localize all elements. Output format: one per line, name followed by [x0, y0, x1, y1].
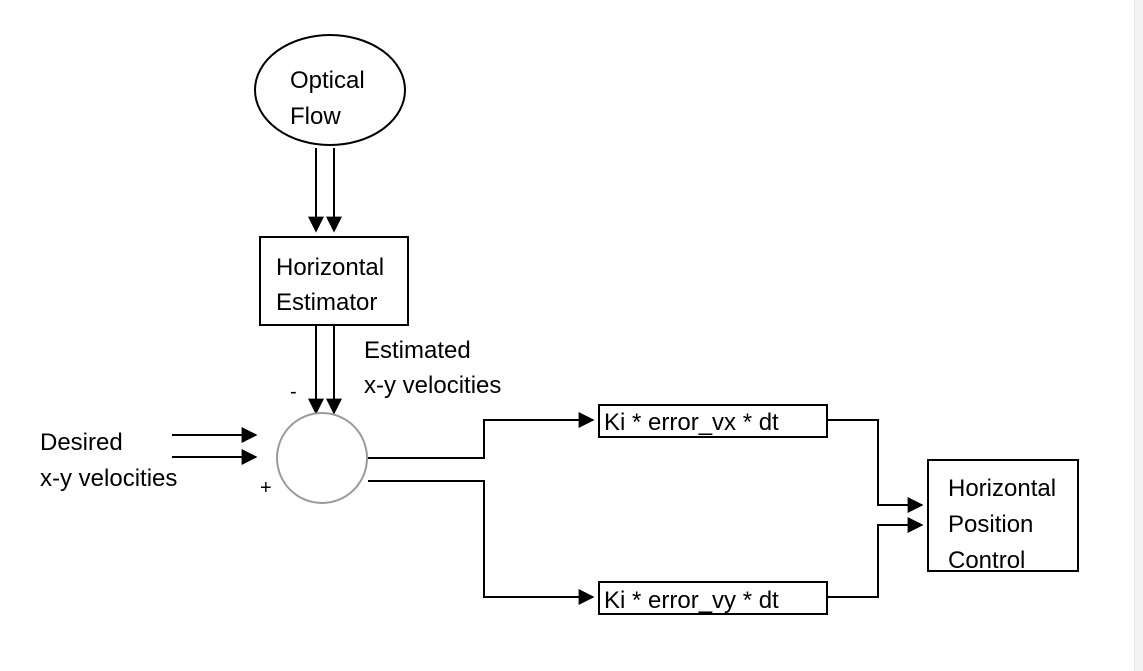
desired-velocities-label-line1: Desired	[40, 429, 123, 456]
optical-flow-label-line1: Optical	[290, 67, 365, 94]
ki-error-vy-label: Ki * error_vy * dt	[604, 587, 779, 614]
position-control-label-line2: Position	[948, 511, 1033, 538]
ki-error-vx-block	[598, 404, 828, 438]
sum-to-vx-arrow	[368, 412, 595, 459]
ki-error-vy-block	[598, 581, 828, 615]
position-control-label-line3: Control	[948, 547, 1025, 574]
summing-junction	[276, 412, 368, 504]
horizontal-estimator-label-line1: Horizontal	[276, 254, 384, 281]
vx-to-position-control-arrow	[827, 419, 924, 513]
sum-to-vy-arrow	[368, 480, 595, 605]
minus-sign: -	[290, 381, 297, 403]
optical-flow-label-line2: Flow	[290, 103, 341, 130]
estimated-velocities-label-line2: x-y velocities	[364, 372, 501, 399]
position-control-label-line1: Horizontal	[948, 475, 1056, 502]
horizontal-estimator-block	[259, 236, 409, 326]
plus-sign: +	[260, 477, 272, 499]
scrollbar-track	[1134, 0, 1143, 671]
horizontal-estimator-label-line2: Estimator	[276, 289, 377, 316]
ki-error-vx-label: Ki * error_vx * dt	[604, 409, 779, 436]
estimated-velocities-label-line1: Estimated	[364, 337, 471, 364]
horizontal-position-control-block	[927, 459, 1079, 572]
vy-to-position-control-arrow	[827, 517, 924, 598]
optical-flow-node	[254, 34, 406, 146]
desired-velocities-label-line2: x-y velocities	[40, 465, 177, 492]
